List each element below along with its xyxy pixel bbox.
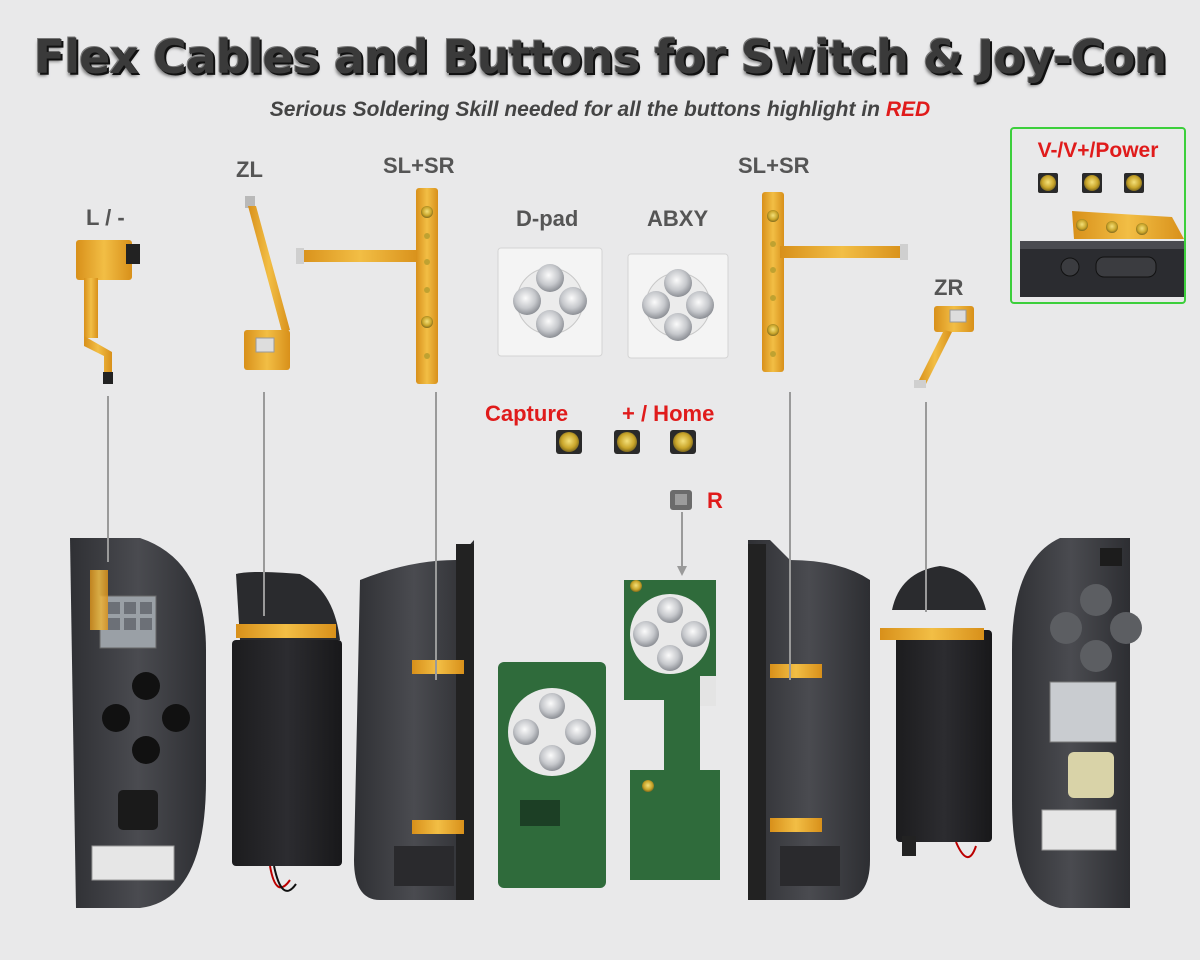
label-zr: ZR	[934, 275, 964, 300]
zr-flex-cable	[914, 306, 974, 388]
capture-home-buttons	[556, 430, 696, 454]
left-joycon-shell	[70, 538, 206, 908]
label-plus-home: + / Home	[622, 401, 715, 426]
r-connector-arrowhead	[677, 566, 687, 576]
inset-art	[1020, 173, 1184, 297]
label-abxy: ABXY	[647, 206, 709, 231]
label-dpad: D-pad	[516, 206, 579, 231]
dpad-dome-sheet	[497, 247, 603, 357]
subtitle-text: Serious Soldering Skill needed for all t…	[269, 98, 886, 121]
left-rail-shell	[354, 540, 474, 900]
right-joycon-shell	[1012, 538, 1142, 908]
label-capture: Capture	[485, 401, 569, 426]
l-minus-flex-cable	[76, 240, 140, 384]
label-l-minus: L / -	[86, 205, 125, 230]
sl-sr-right-flex-cable	[762, 192, 908, 372]
label-r: R	[707, 488, 723, 513]
right-rail-shell	[748, 540, 870, 900]
page-subtitle: Serious Soldering Skill needed for all t…	[0, 98, 1200, 122]
label-sl-sr-left: SL+SR	[383, 153, 455, 178]
zl-flex-cable	[244, 196, 290, 370]
page-title: Flex Cables and Buttons for Switch & Joy…	[33, 30, 1167, 84]
power-volume-inset: V-/V+/Power	[1010, 127, 1186, 304]
r-button-switch	[670, 490, 692, 510]
label-zl: ZL	[236, 157, 263, 182]
connector-lines	[107, 392, 927, 680]
left-pcb	[498, 662, 606, 888]
label-v-power: V-/V+/Power	[1037, 139, 1159, 162]
subtitle-highlight: RED	[885, 98, 931, 121]
sl-sr-left-flex-cable	[296, 188, 438, 384]
label-sl-sr-right: SL+SR	[738, 153, 810, 178]
right-battery	[880, 566, 992, 858]
right-pcb	[624, 580, 720, 880]
abxy-dome-sheet	[627, 253, 729, 359]
left-battery	[232, 572, 342, 892]
